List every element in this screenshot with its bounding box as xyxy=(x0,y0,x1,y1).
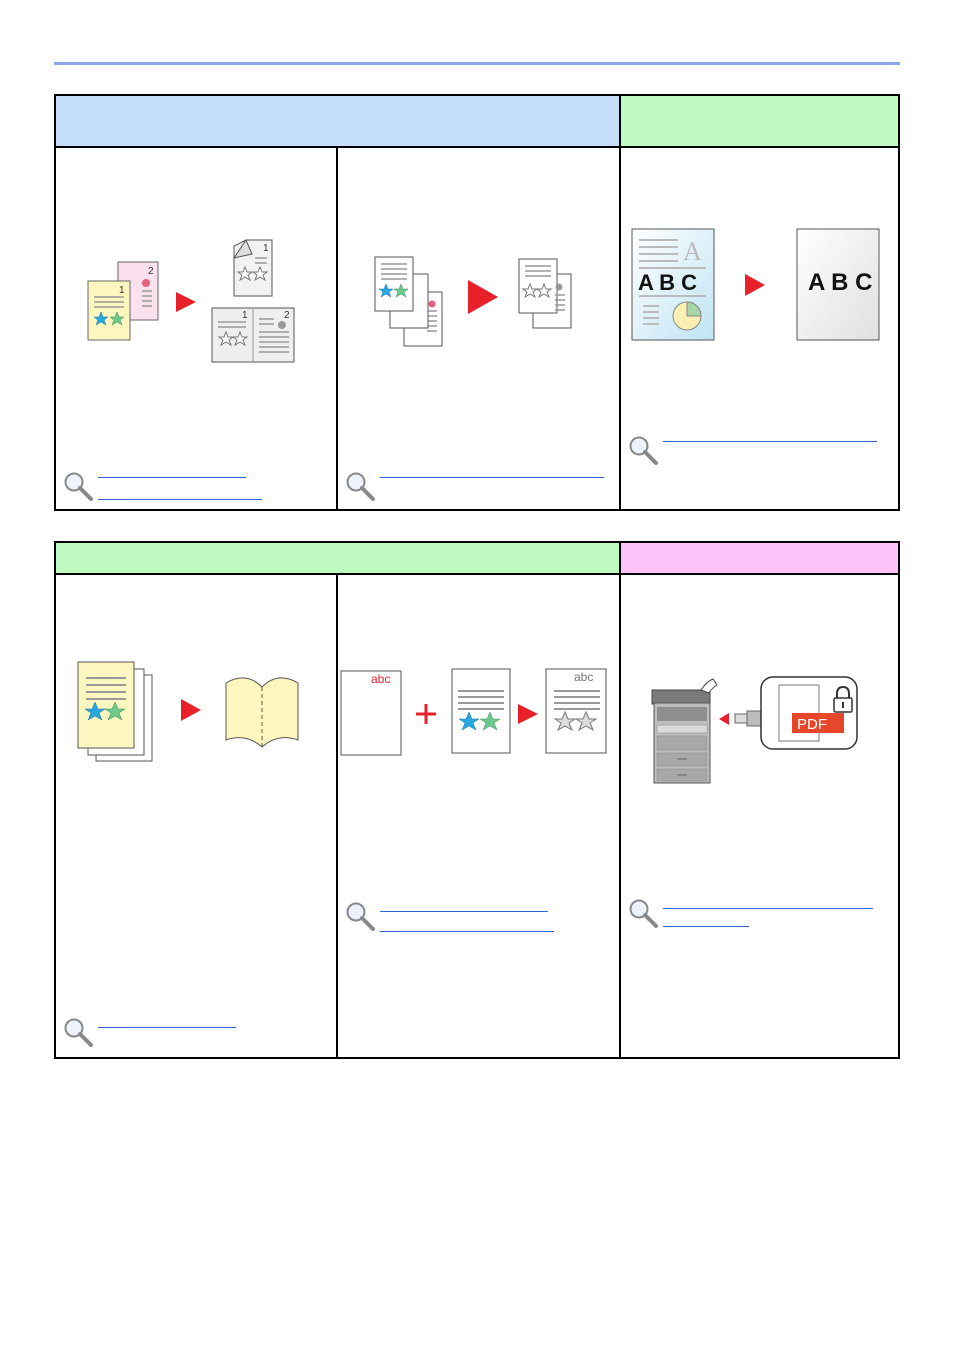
form-text: abc xyxy=(371,672,390,686)
play-arrow-icon xyxy=(468,280,498,314)
page-number-label: 2 xyxy=(148,266,154,277)
play-arrow-icon xyxy=(745,274,765,296)
large-letter: A xyxy=(683,237,702,266)
play-arrow-icon xyxy=(719,713,729,725)
reference-link[interactable] xyxy=(380,911,548,912)
reference-link[interactable] xyxy=(98,1027,236,1028)
reference-link[interactable] xyxy=(380,931,554,932)
magnifier-icon xyxy=(629,899,658,928)
pdf-badge-text: PDF xyxy=(797,716,827,733)
reference-link[interactable] xyxy=(98,499,262,500)
magnifier-icon xyxy=(346,472,375,501)
reference-link[interactable] xyxy=(663,926,749,927)
magnifier-icon xyxy=(64,1018,93,1047)
magnifier-icon xyxy=(64,472,93,501)
play-arrow-icon xyxy=(176,292,196,312)
booklet-illustration xyxy=(77,661,299,762)
play-arrow-icon xyxy=(518,704,538,724)
section-header-blue xyxy=(56,96,619,148)
reference-link[interactable] xyxy=(380,477,604,478)
column-divider xyxy=(619,543,621,1057)
header-rule xyxy=(54,62,900,65)
result-text: abc xyxy=(574,670,593,684)
magnifier-icon xyxy=(346,902,375,931)
feature-table-bottom: abc abc xyxy=(54,541,900,1059)
encrypted-pdf-illustration: PDF xyxy=(651,676,858,784)
feature-cell-combine xyxy=(338,148,619,509)
feature-cell-form-overlay: abc abc xyxy=(338,575,619,1057)
lock-icon xyxy=(833,685,853,713)
reference-link[interactable] xyxy=(663,908,873,909)
section-header-green xyxy=(621,96,898,148)
column-divider xyxy=(336,575,338,1057)
page-number-label: 1 xyxy=(263,243,269,254)
combine-illustration xyxy=(374,256,572,347)
plus-icon xyxy=(416,704,436,724)
text-sample-label: A B C xyxy=(638,270,697,295)
feature-cell-encrypted-pdf: PDF xyxy=(621,575,898,1057)
page-number-label: 1 xyxy=(242,310,248,321)
feature-cell-duplex: 2 1 1 1 2 xyxy=(56,148,336,509)
feature-cell-text-mode: A A B C A B C xyxy=(621,148,898,509)
feature-table-top: 2 1 1 1 2 xyxy=(54,94,900,511)
reference-link[interactable] xyxy=(98,477,246,478)
text-result-label: A B C xyxy=(808,269,872,296)
page-number-label: 1 xyxy=(119,285,125,296)
column-divider xyxy=(619,96,621,509)
column-divider xyxy=(336,148,338,509)
text-mode-illustration: A A B C A B C xyxy=(631,228,880,341)
reference-link[interactable] xyxy=(663,441,877,442)
duplex-illustration: 2 1 1 1 2 xyxy=(87,238,295,363)
form-overlay-illustration: abc abc xyxy=(340,668,607,756)
feature-cell-booklet xyxy=(56,575,336,1057)
section-header-pink xyxy=(621,543,898,575)
magnifier-icon xyxy=(629,436,658,465)
play-arrow-icon xyxy=(181,699,201,721)
section-header-green xyxy=(56,543,619,575)
page-number-label: 2 xyxy=(284,310,290,321)
